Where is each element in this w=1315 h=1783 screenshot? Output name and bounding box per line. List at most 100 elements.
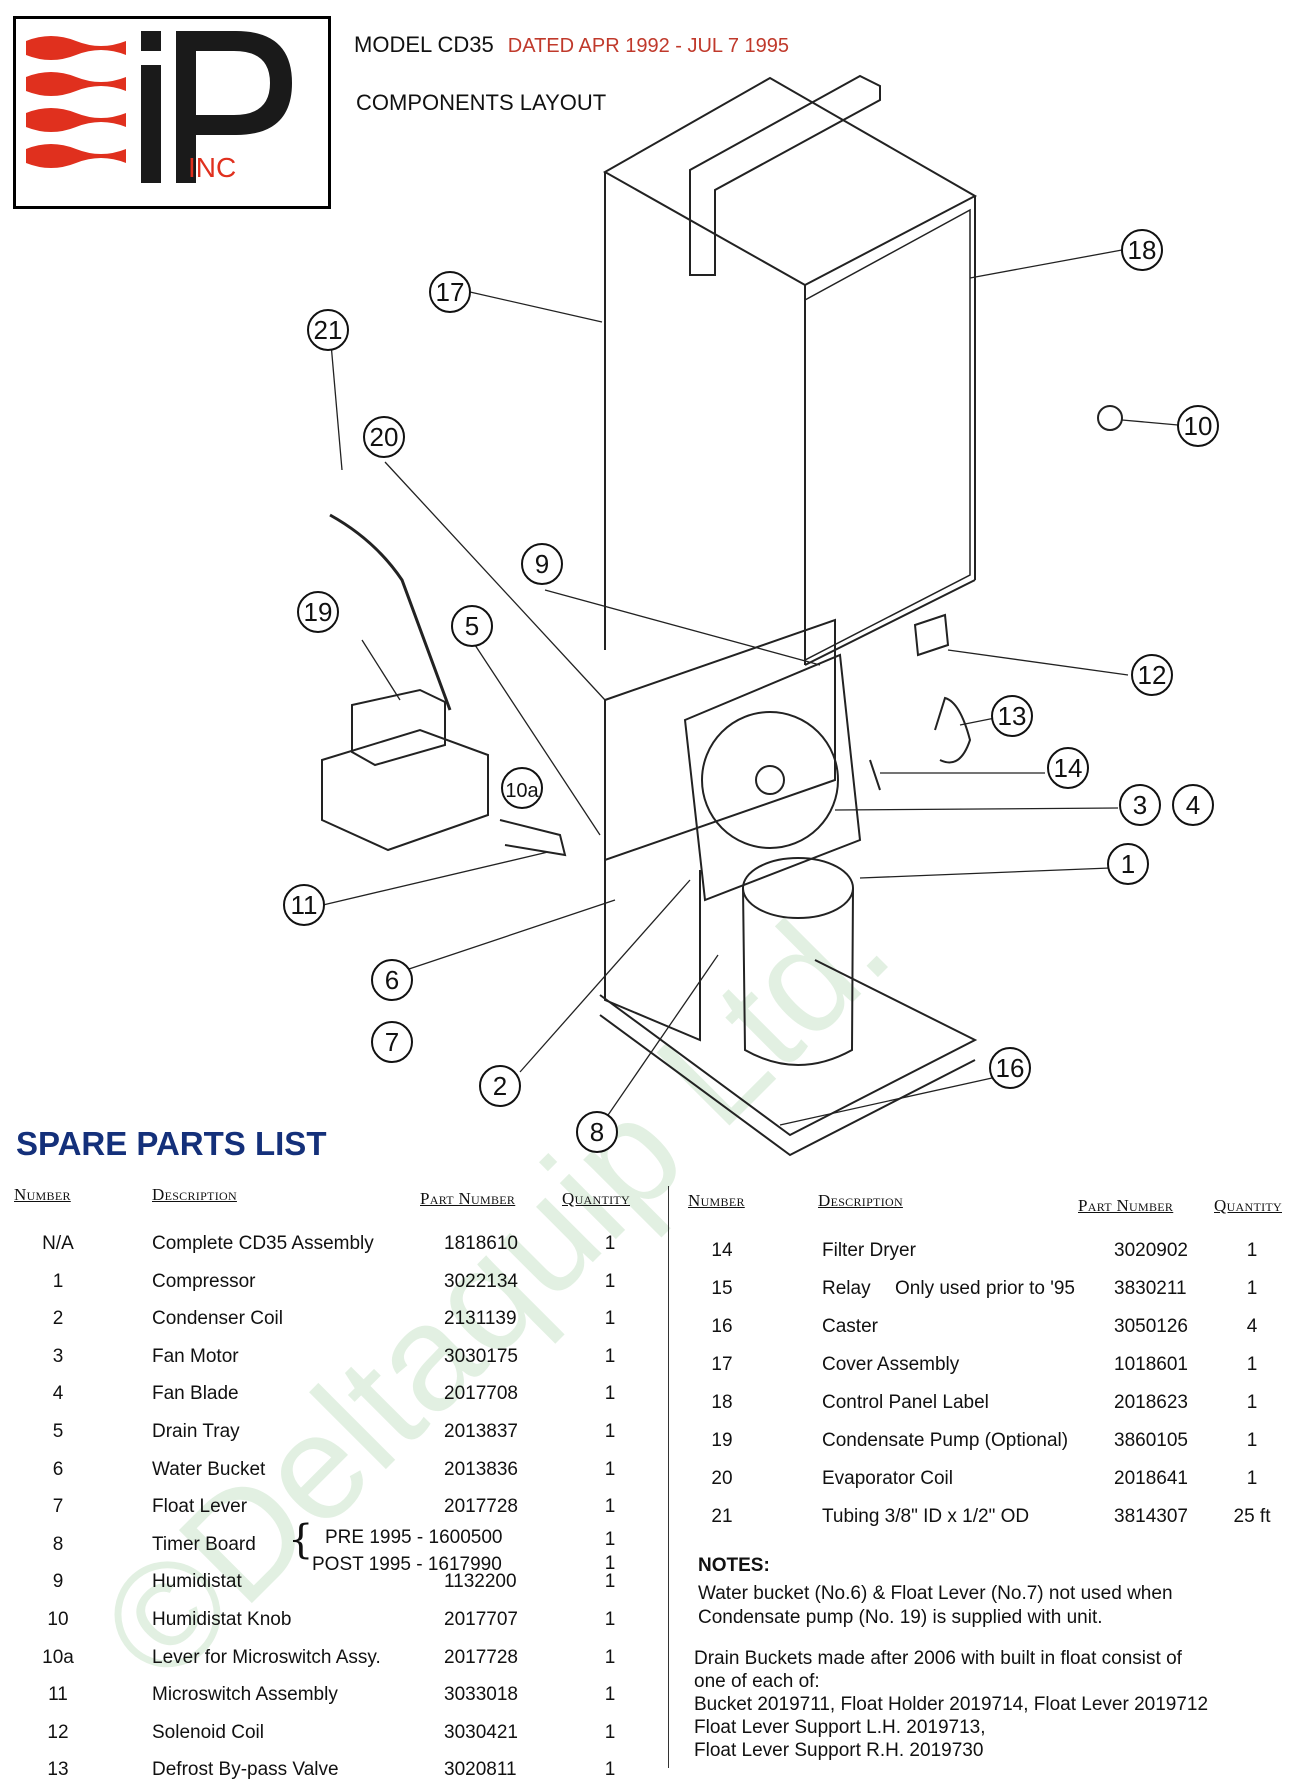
- condensate-pump: [321, 728, 489, 852]
- part-number-index: 7: [52, 1496, 64, 1518]
- callout-2: 2: [479, 1065, 521, 1107]
- part-quantity: 1: [1246, 1278, 1258, 1299]
- callout-label: 6: [385, 965, 399, 995]
- callout-label: 2: [493, 1071, 507, 1101]
- part-description: Microswitch Assembly: [152, 1684, 338, 1706]
- part-quantity: 1: [1246, 1354, 1258, 1375]
- part-description: Caster: [822, 1316, 878, 1337]
- part-number-index: 10: [47, 1609, 69, 1630]
- part-code: 3020811: [444, 1759, 517, 1781]
- part-code: 3030175: [444, 1345, 518, 1367]
- callout-3: 3: [1119, 784, 1161, 826]
- model-title: MODEL CD35 DATED APR 1992 - JUL 7 1995: [354, 32, 789, 58]
- spare-parts-title: SPARE PARTS LIST: [16, 1125, 327, 1162]
- callout-label: 18: [1128, 235, 1157, 265]
- callout-label: 10a: [505, 780, 539, 802]
- part-description: Evaporator Coil: [822, 1468, 953, 1489]
- part-description: Humidistat: [152, 1571, 242, 1593]
- header-quantity-left: Quantity: [562, 1189, 630, 1208]
- callout-8: 8: [576, 1111, 618, 1153]
- part-code: 2017728: [444, 1496, 518, 1518]
- part-quantity: 1: [1246, 1392, 1258, 1413]
- note-line: Water bucket (No.6) & Float Lever (No.7)…: [698, 1583, 1173, 1604]
- callout-10a: 10a: [501, 767, 543, 809]
- model-name: MODEL CD35: [354, 32, 494, 57]
- timer-board-post-qty: 1: [604, 1553, 616, 1574]
- part-number-index: 19: [711, 1430, 733, 1451]
- logo-graphic: INC: [26, 31, 292, 183]
- part-description: Humidistat Knob: [152, 1609, 292, 1630]
- part-description: Relay: [822, 1278, 871, 1299]
- part-number-index: 16: [711, 1316, 733, 1337]
- callout-label: 3: [1133, 790, 1147, 820]
- part-description: Complete CD35 Assembly: [152, 1233, 374, 1254]
- part-description: Filter Dryer: [822, 1240, 916, 1261]
- part-number-index: 21: [711, 1506, 733, 1527]
- part-description: Solenoid Coil: [152, 1721, 264, 1743]
- callout-label: 13: [998, 701, 1027, 731]
- part-number-index: 18: [711, 1392, 733, 1413]
- part-code: 2018641: [1114, 1468, 1188, 1489]
- part-quantity: 1: [604, 1609, 616, 1630]
- chassis-body: [604, 618, 836, 862]
- cabinet-handle: [689, 74, 881, 276]
- part-number-index: 11: [48, 1684, 68, 1706]
- callout-14: 14: [1047, 747, 1089, 789]
- callout-label: 1: [1121, 849, 1135, 879]
- fan-housing: [683, 653, 862, 902]
- callout-16: 16: [989, 1047, 1031, 1089]
- callout-label: 11: [291, 890, 318, 920]
- part-number-index: 5: [52, 1421, 64, 1442]
- callout-6: 6: [371, 959, 413, 1001]
- part-description: Float Lever: [152, 1496, 248, 1518]
- tubing: [329, 513, 452, 711]
- dated-range: DATED APR 1992 - JUL 7 1995: [507, 35, 790, 57]
- part-description: Compressor: [152, 1270, 256, 1292]
- timer-board-post: POST 1995 - 1617990: [312, 1554, 502, 1575]
- part-code: 2013836: [444, 1458, 518, 1480]
- note-line: Bucket 2019711, Float Holder 2019714, Fl…: [694, 1694, 1209, 1715]
- part-number-index: 1: [52, 1270, 64, 1292]
- callout-17: 17: [429, 271, 471, 313]
- part-quantity: 1: [1246, 1240, 1258, 1261]
- part-quantity: 1: [604, 1646, 616, 1668]
- logo-inc-text: INC: [188, 152, 236, 183]
- part-number-index: 15: [711, 1278, 733, 1299]
- header-quantity-right: Quantity: [1214, 1196, 1282, 1215]
- notes-title: NOTES:: [698, 1555, 770, 1576]
- humidistat-knob-part: [1097, 405, 1123, 431]
- callout-11: 11: [283, 884, 325, 926]
- part-code: 3814307: [1114, 1506, 1188, 1527]
- header-part-number-right: Part Number: [1078, 1196, 1174, 1215]
- callout-label: 20: [370, 422, 399, 452]
- callout-19: 19: [297, 591, 339, 633]
- header-number-left: Number: [14, 1185, 71, 1204]
- components-layout-title: COMPONENTS LAYOUT: [356, 90, 607, 115]
- part-number-index: 12: [47, 1721, 69, 1743]
- part-quantity: 1: [604, 1571, 616, 1593]
- part-quantity: 1: [604, 1458, 616, 1480]
- part-code: 2017708: [444, 1383, 518, 1405]
- part-number-index: 13: [47, 1759, 69, 1781]
- callout-13: 13: [991, 695, 1033, 737]
- callout-label: 10: [1184, 411, 1213, 441]
- callout-label: 16: [996, 1053, 1025, 1083]
- relay-note: Only used prior to '95: [895, 1278, 1075, 1299]
- part-description: Cover Assembly: [822, 1354, 960, 1375]
- callout-label: 12: [1138, 660, 1167, 690]
- part-number-index: 14: [711, 1240, 733, 1261]
- note-line: one of each of:: [694, 1671, 820, 1692]
- callout-4: 4: [1172, 784, 1214, 826]
- callout-label: 17: [436, 277, 465, 307]
- part-quantity: 1: [604, 1345, 616, 1367]
- part-description: Fan Blade: [152, 1383, 239, 1405]
- part-description: Lever for Microswitch Assy.: [152, 1646, 381, 1668]
- part-code: 3830211: [1114, 1278, 1187, 1299]
- callout-label: 19: [304, 597, 333, 627]
- part-number-index: 10a: [42, 1646, 74, 1668]
- note-line: Drain Buckets made after 2006 with built…: [694, 1648, 1182, 1669]
- header-description-right: Description: [818, 1191, 903, 1210]
- cabinet-top: [602, 76, 978, 287]
- part-code: 3030421: [444, 1721, 518, 1743]
